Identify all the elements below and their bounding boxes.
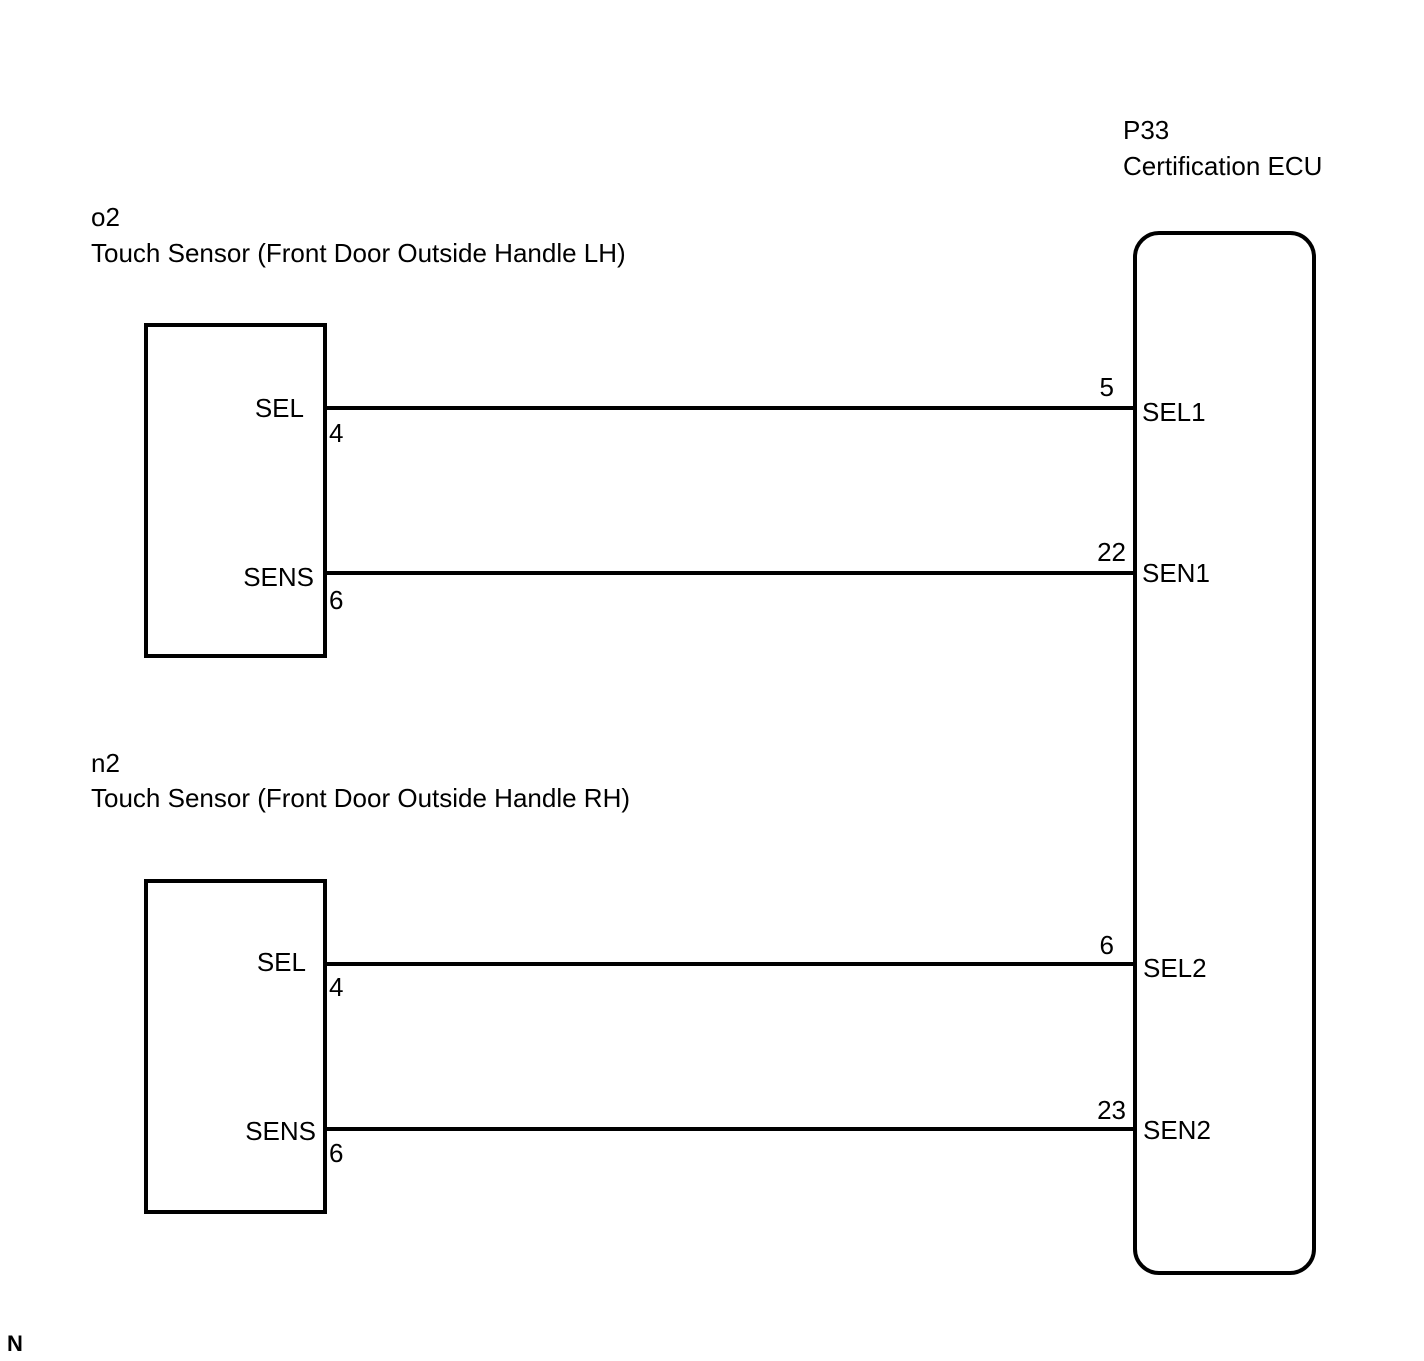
sensor-lh-terminal-label: SENS [243,562,314,592]
sensor-lh-pin: 4 [329,418,344,448]
wire-sen1 [325,571,1135,575]
sensor-lh-code: o2 [91,202,120,232]
sensor-lh-name: Touch Sensor (Front Door Outside Handle … [91,238,626,268]
ecu-code: P33 [1123,115,1170,145]
ecu-pin: 22 [1097,537,1126,567]
sensor-rh-code: n2 [91,748,120,778]
sensor-rh-box [144,879,327,1214]
footer-mark: N [7,1331,23,1356]
wire-sen2 [325,1127,1135,1131]
ecu-pin: 23 [1097,1095,1126,1125]
ecu-terminal-label: SEN2 [1143,1115,1211,1145]
sensor-rh-name: Touch Sensor (Front Door Outside Handle … [91,783,631,813]
ecu-terminal-label: SEL2 [1143,953,1207,983]
ecu-name: Certification ECU [1123,151,1323,181]
wire-sel1 [325,406,1135,410]
sensor-lh-pin: 6 [329,585,344,615]
ecu-pin: 6 [1099,930,1114,960]
ecu-box [1133,231,1316,1275]
sensor-lh-terminal-label: SEL [254,393,304,423]
sensor-rh-pin: 4 [329,972,344,1002]
sensor-lh-box [144,323,327,658]
ecu-terminal-label: SEL1 [1142,397,1206,427]
sensor-rh-terminal-label: SEL [256,947,306,977]
sensor-rh-pin: 6 [329,1138,344,1168]
sensor-rh-terminal-label: SENS [245,1116,316,1146]
ecu-pin: 5 [1099,372,1114,402]
wire-sel2 [325,962,1135,966]
ecu-terminal-label: SEN1 [1142,558,1210,588]
